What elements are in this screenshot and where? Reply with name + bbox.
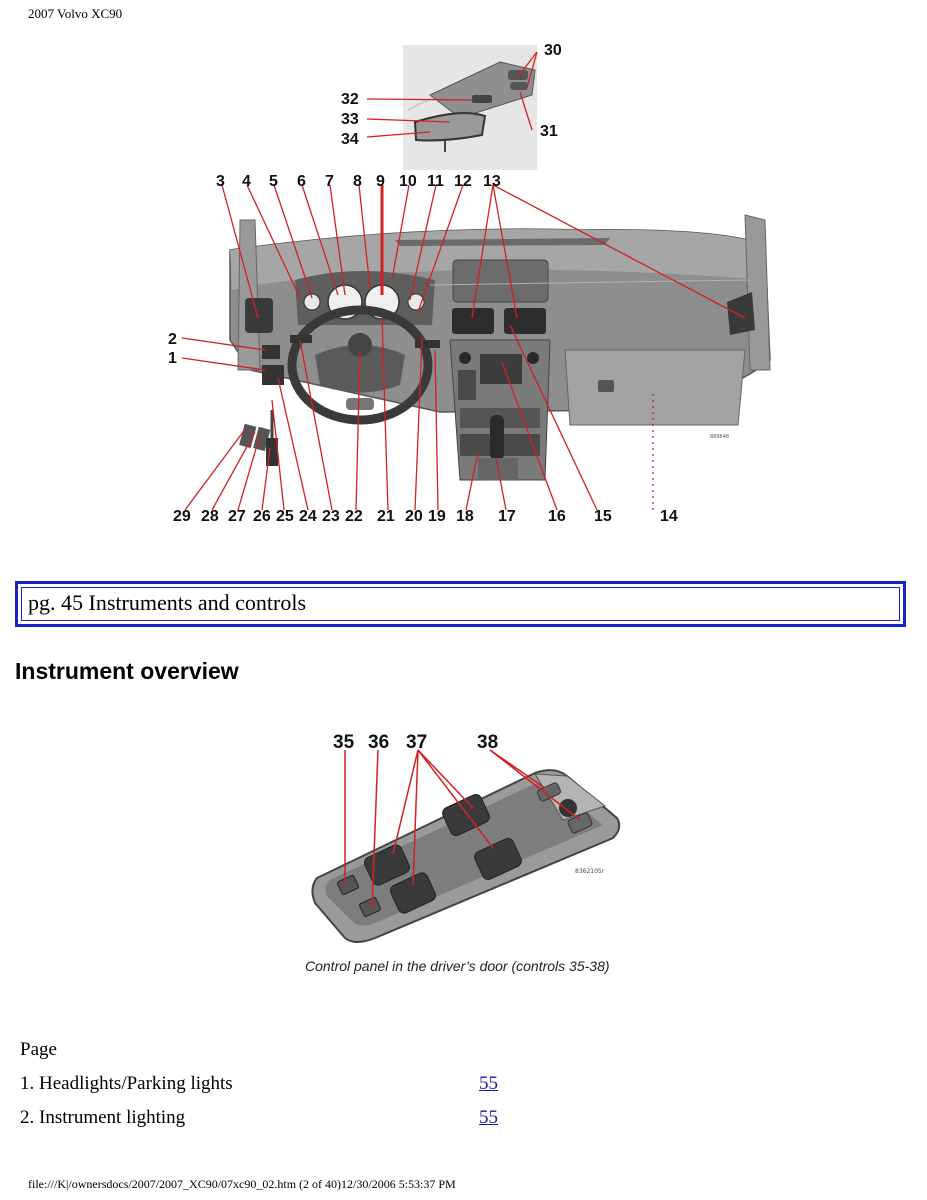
- callout-35: 35: [333, 732, 355, 753]
- callout-4: 4: [242, 173, 251, 190]
- section-heading: Instrument overview: [15, 658, 239, 684]
- callout-8: 8: [353, 173, 362, 190]
- toc-row: 1. Headlights/Parking lights 55: [20, 1070, 498, 1104]
- callout-32: 32: [341, 91, 359, 108]
- callout-24: 24: [299, 508, 317, 525]
- callout-31: 31: [540, 123, 558, 140]
- callout-19: 19: [428, 508, 446, 525]
- callout-7: 7: [325, 173, 334, 190]
- callout-21: 21: [377, 508, 395, 525]
- callout-9: 9: [376, 173, 385, 190]
- toc-table: Page 1. Headlights/Parking lights 55 2. …: [20, 1036, 498, 1138]
- callout-28: 28: [201, 508, 219, 525]
- door-panel-illustration: 8362105r 35 36 37 38: [311, 732, 621, 943]
- callout-29: 29: [173, 508, 191, 525]
- dashboard-figure: 889648: [160, 40, 780, 530]
- toc-item-label: 1. Headlights/Parking lights: [20, 1073, 233, 1094]
- callout-17: 17: [498, 508, 516, 525]
- footer-file-path: file:///K|/ownersdocs/2007/2007_XC90/07x…: [28, 1177, 456, 1191]
- dashboard-illustration: 889648: [168, 42, 771, 525]
- callout-25: 25: [276, 508, 294, 525]
- dashboard-callout-lines: [181, 51, 746, 511]
- callout-27: 27: [228, 508, 246, 525]
- callout-11: 11: [427, 173, 444, 190]
- callout-15: 15: [594, 508, 612, 525]
- callout-37: 37: [406, 732, 427, 753]
- door-panel-body: 8362105r: [311, 769, 621, 943]
- dashboard-image-code: 889648: [710, 434, 729, 440]
- callout-12: 12: [454, 173, 472, 190]
- toc-page-header: Page: [20, 1039, 57, 1060]
- toc-item-label: 2. Instrument lighting: [20, 1107, 186, 1128]
- toc-page-link[interactable]: 55: [479, 1073, 498, 1094]
- callout-38: 38: [477, 732, 498, 753]
- callout-34: 34: [341, 131, 359, 148]
- callout-13: 13: [483, 173, 501, 190]
- dashboard-callout-numbers: 30 31 32 33 34 3 4 5 6 7 8 9 10 11 12 13…: [168, 42, 678, 525]
- toc-row: 2. Instrument lighting 55: [20, 1104, 498, 1138]
- overhead-console-inset: [403, 45, 538, 170]
- dashboard-body: 889648: [229, 214, 771, 481]
- toc-page-link[interactable]: 55: [479, 1107, 498, 1128]
- callout-10: 10: [399, 173, 417, 190]
- callout-23: 23: [322, 508, 340, 525]
- callout-2: 2: [168, 331, 177, 348]
- door-panel-figure: 8362105r 35 36 37 38: [305, 728, 625, 953]
- callout-18: 18: [456, 508, 474, 525]
- door-image-code: 8362105r: [575, 868, 605, 875]
- callout-14: 14: [660, 508, 678, 525]
- document-title: 2007 Volvo XC90: [28, 6, 123, 21]
- page-heading-box: pg. 45 Instruments and controls: [15, 581, 906, 627]
- callout-1: 1: [168, 350, 177, 367]
- door-callout-lines: [344, 749, 581, 909]
- callout-30: 30: [544, 42, 562, 59]
- callout-36: 36: [368, 732, 389, 753]
- callout-5: 5: [269, 173, 278, 190]
- callout-16: 16: [548, 508, 566, 525]
- callout-20: 20: [405, 508, 423, 525]
- callout-6: 6: [297, 173, 306, 190]
- callout-33: 33: [341, 111, 359, 128]
- door-panel-caption: Control panel in the driver’s door (cont…: [305, 958, 610, 974]
- door-callout-numbers: 35 36 37 38: [333, 732, 498, 753]
- callout-3: 3: [216, 173, 225, 190]
- callout-22: 22: [345, 508, 363, 525]
- page-heading: pg. 45 Instruments and controls: [21, 587, 900, 621]
- callout-26: 26: [253, 508, 271, 525]
